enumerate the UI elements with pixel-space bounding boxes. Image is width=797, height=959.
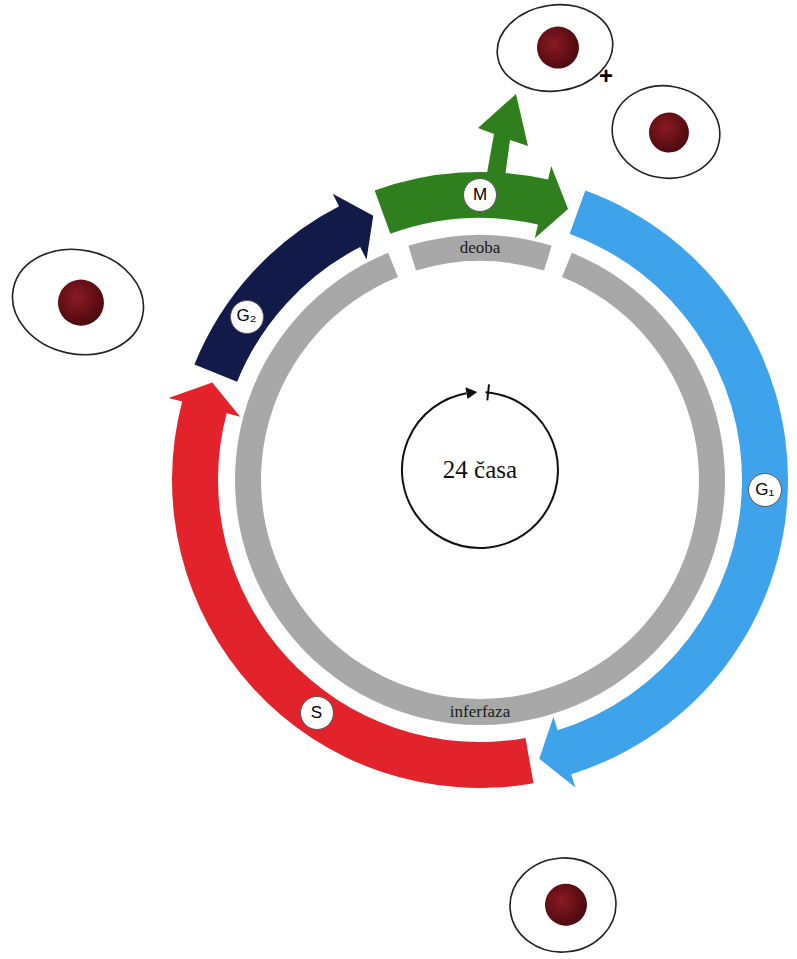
phase-label: deoba xyxy=(460,239,501,258)
phase-badge: G₁ xyxy=(748,473,782,507)
duration-box: 24 časa xyxy=(439,454,521,486)
plus-sign: + xyxy=(599,62,613,90)
cell-membrane xyxy=(3,237,154,366)
daughter-cell xyxy=(605,77,727,186)
s-arrow xyxy=(169,383,534,788)
phase-badge: M xyxy=(463,178,497,212)
cell-membrane xyxy=(605,77,727,186)
daughter-cell xyxy=(492,0,619,99)
g1-cell xyxy=(506,854,620,957)
cell-nucleus xyxy=(534,24,581,71)
g1-arrow xyxy=(539,191,788,788)
phase-name: G₁ xyxy=(755,481,774,500)
clock-arrow xyxy=(402,384,558,548)
band-label-box: inferfaza xyxy=(446,701,514,724)
phase-badge: S xyxy=(300,696,334,730)
interphase-band xyxy=(235,253,725,725)
clock-arrowhead xyxy=(465,387,477,399)
phase-name: S xyxy=(311,704,322,723)
clock-circle xyxy=(402,392,558,548)
cell-nucleus xyxy=(54,275,109,330)
division-band xyxy=(408,235,551,271)
cell-nucleus xyxy=(646,109,692,155)
phase-name: M xyxy=(473,186,487,205)
g2-arrow xyxy=(194,194,373,382)
cell-membrane xyxy=(492,0,619,99)
cell-nucleus xyxy=(543,882,589,928)
phase-label: 24 časa xyxy=(443,456,517,484)
phase-ring xyxy=(235,235,725,725)
cell-membrane xyxy=(506,854,620,957)
phase-badge: G₂ xyxy=(230,300,264,334)
g2-cell xyxy=(3,237,154,366)
m-exit-arrow xyxy=(472,94,528,214)
m-arrow xyxy=(375,166,568,238)
cells xyxy=(3,0,728,956)
phase-label: inferfaza xyxy=(450,703,510,722)
band-label-box: deoba xyxy=(456,237,505,260)
clock-tick xyxy=(487,384,489,400)
phase-name: G₂ xyxy=(237,307,257,326)
phase-arrows xyxy=(169,94,788,788)
